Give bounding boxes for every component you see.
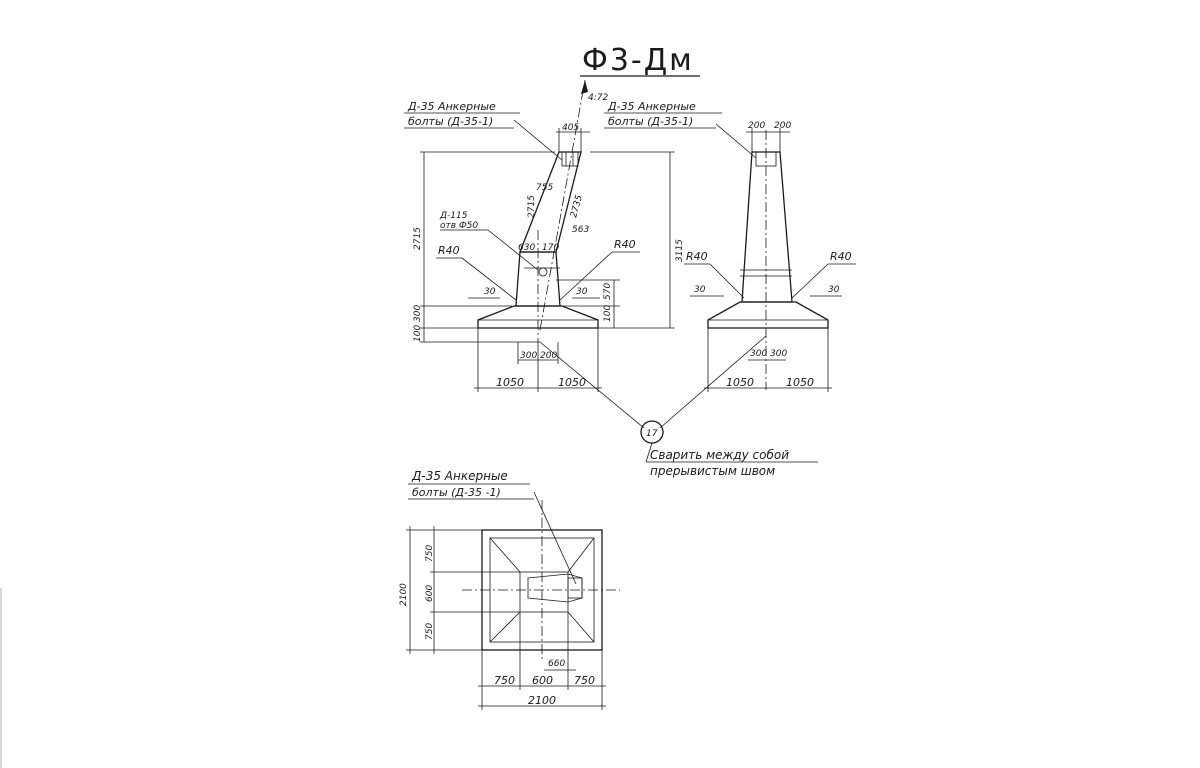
plan-slope-line (489, 537, 521, 573)
plan-slope-line (489, 611, 521, 643)
title-block: Ф3-Дм (580, 43, 700, 78)
front-embedded-hole (538, 267, 548, 277)
weld-leader-right (659, 335, 767, 429)
weld-callout: 17 Сварить между собой прерывистым швом (539, 335, 818, 478)
axis-arrow-head (581, 80, 588, 94)
slope-label: 4:72 (588, 93, 608, 103)
r40-leader (559, 251, 613, 301)
dim-100-right: 100 (603, 305, 613, 322)
dim-200-bottom: 200 (540, 351, 557, 361)
side-view-labels: Д-35 Анкерные болты (Д-35-1) 200 200 R40… (607, 100, 852, 389)
plan-dim-750-left: 750 (494, 674, 515, 687)
plan-dim-600-bottom: 600 (532, 674, 553, 687)
plan-anchor-label-2: болты (Д-35 -1) (412, 486, 501, 499)
front-view-labels: Д-35 Анкерные болты (Д-35-1) 4:72 405 Д-… (407, 93, 685, 389)
dim-563: 563 (572, 225, 589, 235)
dim-170: 170 (542, 243, 559, 253)
drawing-title: Ф3-Дм (582, 43, 694, 78)
front-anchor-leader (513, 119, 563, 161)
side-dim-300-right: 300 (770, 349, 787, 359)
weld-leader-left (539, 341, 645, 429)
dim-1050-left: 1050 (496, 376, 524, 389)
front-inclined-axis (539, 79, 586, 331)
weld-note-leader (645, 442, 653, 463)
plan-dim-2100-bottom-label: 2100 (528, 694, 556, 707)
side-top-200-right: 200 (774, 121, 791, 131)
side-anchor-leader (715, 123, 757, 159)
plan-dim-750-bottom: 750 (425, 623, 435, 640)
side-dim-300-left: 300 (750, 349, 767, 359)
dim-3115-right: 3115 (675, 239, 685, 262)
side-r40-left: R40 (686, 250, 708, 263)
plan-slope-line (567, 537, 595, 573)
side-view (604, 112, 856, 392)
embedded-label-1: Д-115 (439, 211, 468, 221)
dim-2715-left: 2715 (413, 227, 423, 250)
front-anchor-head (561, 151, 579, 167)
dim-570: 570 (603, 283, 613, 300)
dim-1050-right: 1050 (558, 376, 586, 389)
dim-2735-col: 2735 (569, 194, 585, 219)
plan-slope-line (567, 611, 595, 643)
side-r40-right: R40 (830, 250, 852, 263)
plan-dim-600-mid: 600 (425, 585, 435, 602)
side-column (741, 151, 793, 303)
plan-dim-2100-left-label: 2100 (399, 583, 409, 606)
dim-300-bottom: 300 (520, 351, 537, 361)
front-chamfer-right: 30 (576, 287, 588, 297)
dim-755: 755 (536, 183, 553, 193)
front-anchor-label-2: болты (Д-35-1) (408, 115, 493, 128)
side-anchor-label-2: болты (Д-35-1) (608, 115, 693, 128)
embedded-leader (487, 229, 539, 271)
plan-anchor-head (567, 577, 583, 599)
side-dim-1050-left: 1050 (726, 376, 754, 389)
front-chamfer-left: 30 (484, 287, 496, 297)
front-view (404, 79, 675, 392)
plan-dim-750-right: 750 (574, 674, 595, 687)
dim-300-left: 300 (413, 305, 423, 322)
r40-leader (461, 257, 517, 301)
side-base-slab (707, 301, 829, 329)
weld-note-line2: прерывистым швом (650, 464, 775, 478)
plan-view-labels: Д-35 Анкерные болты (Д-35 -1) 750 600 75… (399, 469, 595, 707)
front-r40-right: R40 (614, 238, 636, 251)
front-anchor-label-1: Д-35 Анкерные (407, 100, 496, 113)
front-r40-left: R40 (438, 244, 460, 257)
weld-marker-number: 17 (646, 429, 658, 439)
plan-dim-750-top: 750 (425, 545, 435, 562)
embedded-label-2: отв Ф50 (440, 221, 478, 231)
plan-anchor-leader (533, 491, 577, 585)
top-width-label: 405 (562, 123, 579, 133)
side-anchor-label-1: Д-35 Анкерные (607, 100, 696, 113)
plan-anchor-label-1: Д-35 Анкерные (411, 469, 508, 483)
plan-view (406, 483, 620, 710)
weld-note-line1: Сварить между собой (650, 448, 789, 462)
side-r40-leader (791, 263, 829, 299)
plan-pedestal (519, 571, 569, 613)
dim-630: 630 (518, 243, 535, 253)
dim-100-left: 100 (413, 325, 423, 342)
side-dim-1050-right: 1050 (786, 376, 814, 389)
scan-edge-mark (0, 588, 2, 768)
side-r40-leader (709, 263, 745, 299)
plan-dim-660-label: 660 (548, 659, 565, 669)
side-chamfer-left: 30 (694, 285, 706, 295)
side-top-200-left: 200 (748, 121, 765, 131)
side-chamfer-right: 30 (828, 285, 840, 295)
dim-2715-col: 2715 (527, 195, 537, 218)
